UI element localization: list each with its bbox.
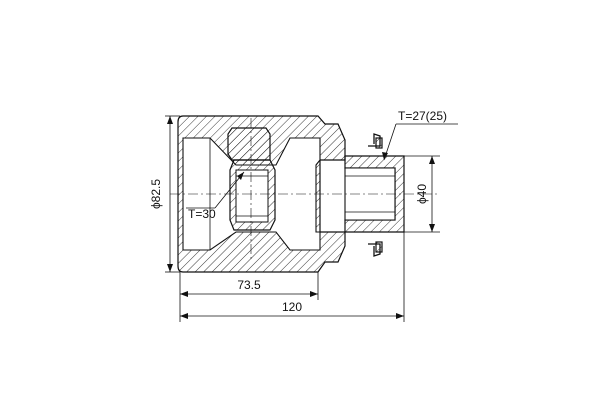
dim-outer-diameter: ϕ82.5 (149, 115, 180, 273)
label-inner-teeth: T=30 (188, 207, 216, 221)
label-total-length: 120 (282, 300, 302, 314)
dim-shaft-diameter: ϕ40 (404, 155, 440, 233)
label-outer-teeth: T=27(25) (398, 109, 447, 123)
seal-rings (368, 133, 383, 257)
label-shaft-diameter: ϕ40 (415, 184, 429, 204)
dim-total-length: 120 (180, 232, 405, 322)
stub-shaft (344, 155, 405, 233)
label-outer-diameter: ϕ82.5 (149, 179, 163, 209)
dim-inner-length: 73.5 (179, 272, 319, 322)
label-inner-length: 73.5 (237, 278, 261, 292)
leader-inner-teeth: T=30 (186, 171, 245, 221)
center-lines (170, 118, 440, 260)
tripod-roller (227, 127, 276, 231)
leader-outer-teeth: T=27(25) (382, 109, 458, 161)
